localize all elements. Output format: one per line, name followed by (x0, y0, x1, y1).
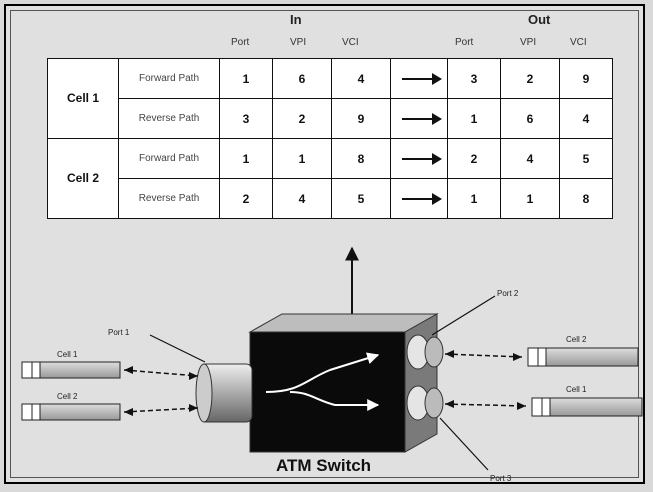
mapping-arrow (390, 58, 448, 99)
arrow-left-icon (124, 366, 133, 374)
arrow-right-icon (517, 402, 526, 410)
out-port: 3 (447, 58, 501, 99)
in-port-header: Port (231, 37, 250, 48)
out-port: 2 (447, 138, 501, 179)
out-port: 1 (447, 98, 501, 139)
cell-bar-left-2 (21, 403, 121, 421)
port-2-label: Port 2 (497, 289, 519, 298)
in-port: 1 (219, 138, 273, 179)
arrow-left-icon (124, 408, 133, 416)
in-vpi: 1 (272, 138, 332, 179)
cell-path-right-2 (444, 403, 527, 407)
in-header: In (290, 12, 302, 27)
arrow-left-icon (445, 350, 454, 358)
arrow-right-icon (402, 193, 442, 206)
out-vpi: 6 (500, 98, 560, 139)
cell-path-left-2 (123, 407, 199, 413)
in-port: 1 (219, 58, 273, 99)
out-header: Out (528, 12, 551, 27)
arrow-left-icon (445, 400, 454, 408)
arrow-right-icon (513, 353, 522, 361)
mapping-arrow (390, 98, 448, 139)
arrow-right-icon (189, 404, 198, 412)
path-label: Reverse Path (118, 178, 220, 219)
in-vpi: 4 (272, 178, 332, 219)
table-row: Cell 1 Forward Path 1 6 4 3 2 9 (47, 58, 613, 139)
right-cell-1-label: Cell 1 (566, 385, 587, 394)
vc-translation-table: Cell 1 Forward Path 1 6 4 3 2 9 Reverse … (47, 58, 613, 219)
in-vci-header: VCI (342, 37, 359, 48)
arrow-right-icon (402, 113, 442, 126)
out-vci-header: VCI (570, 37, 587, 48)
left-cell-2-label: Cell 2 (57, 392, 78, 401)
in-port: 3 (219, 98, 273, 139)
cell-path-left-1 (123, 369, 199, 377)
port-3-label: Port 3 (490, 474, 512, 483)
arrow-right-icon (402, 73, 442, 86)
arrow-right-icon (189, 372, 198, 380)
cell-path-right-1 (444, 353, 523, 358)
atm-switch-title: ATM Switch (276, 456, 372, 475)
out-vpi: 1 (500, 178, 560, 219)
port-2-pointer (431, 295, 496, 336)
arrow-right-icon (402, 153, 442, 166)
out-vci: 8 (559, 178, 613, 219)
out-port-header: Port (455, 37, 474, 48)
out-port: 1 (447, 178, 501, 219)
right-cell-2-label: Cell 2 (566, 335, 587, 344)
path-label: Reverse Path (118, 98, 220, 139)
out-vci: 4 (559, 98, 613, 139)
out-vpi-header: VPI (520, 37, 537, 48)
path-label: Forward Path (118, 138, 220, 179)
port-1-pointer (149, 334, 206, 363)
cell-bar-left-1 (21, 361, 121, 379)
port-3-pointer (439, 417, 489, 471)
cell-bar-right-1 (527, 347, 639, 367)
table-row: Reverse Path 3 2 9 1 6 4 (48, 98, 613, 139)
mapping-arrow (390, 178, 448, 219)
left-cell-1-label: Cell 1 (57, 350, 78, 359)
in-vci: 5 (331, 178, 391, 219)
port-2-connector (406, 334, 444, 370)
port-1-label: Port 1 (108, 328, 130, 337)
cell-2-label: Cell 2 (47, 138, 119, 219)
cell-bar-right-2 (531, 397, 643, 417)
in-port: 2 (219, 178, 273, 219)
path-label: Forward Path (118, 58, 220, 99)
atm-switch-box (248, 313, 439, 453)
in-vpi-header: VPI (290, 37, 307, 48)
port-1-connector (195, 363, 253, 423)
table-row: Reverse Path 2 4 5 1 1 8 (48, 178, 613, 219)
port-3-connector (406, 385, 444, 421)
in-vci: 8 (331, 138, 391, 179)
out-vci: 9 (559, 58, 613, 99)
in-vpi: 2 (272, 98, 332, 139)
